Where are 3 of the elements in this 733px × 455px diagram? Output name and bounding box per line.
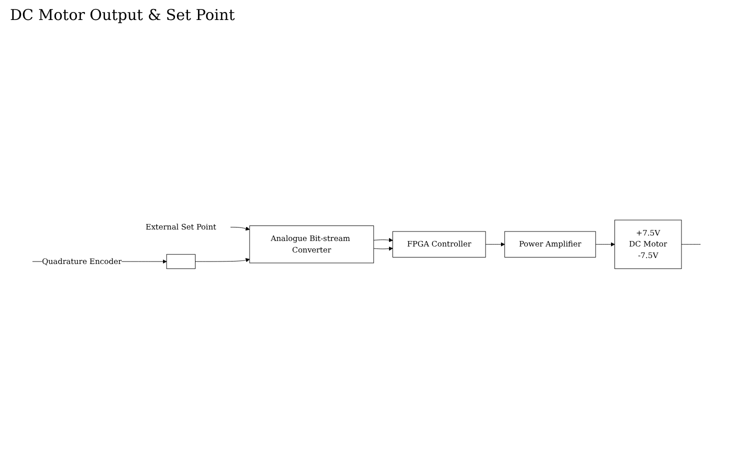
signal-label: DC Motor Output & Set Point — [10, 6, 235, 24]
connector — [681, 244, 701, 245]
node-box — [166, 254, 196, 269]
